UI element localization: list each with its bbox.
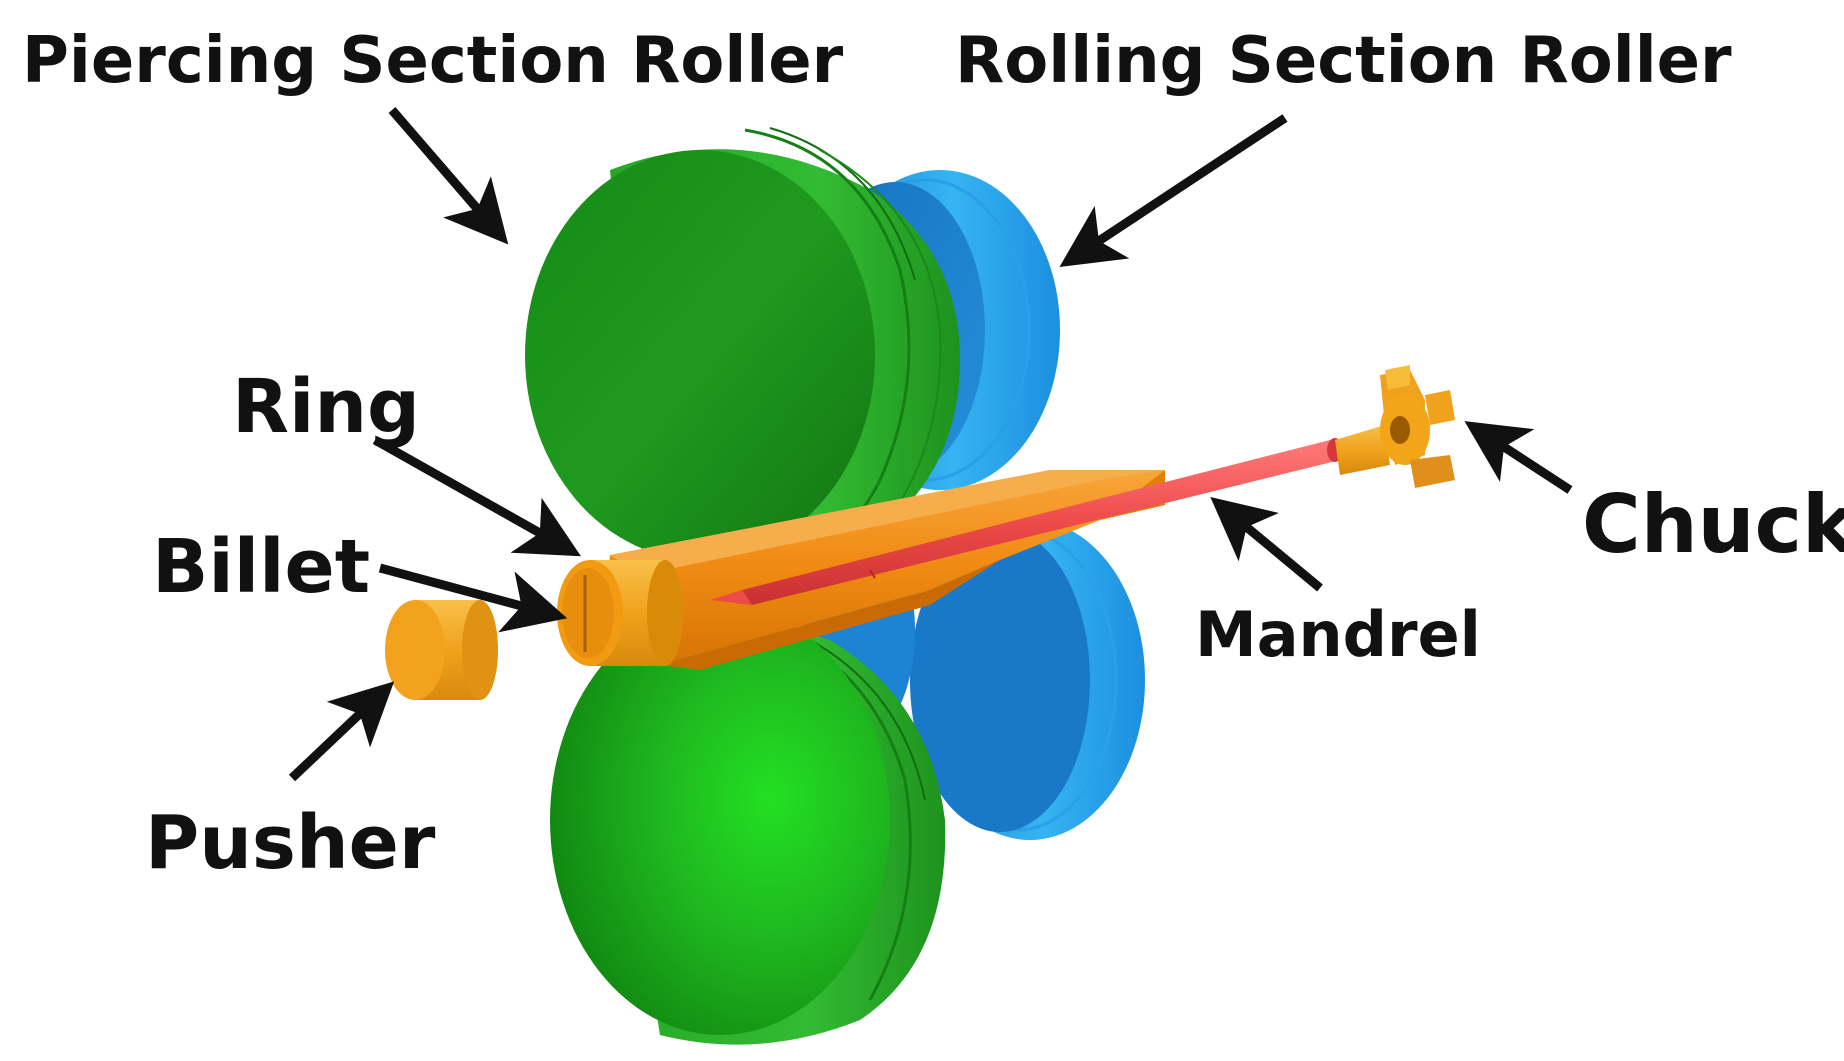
arrow-rolling xyxy=(1059,114,1288,267)
arrow-billet xyxy=(378,563,568,633)
chuck xyxy=(1335,365,1455,488)
piercing-roller-bottom xyxy=(550,605,946,1045)
arrows xyxy=(288,107,1573,782)
arrow-chuck xyxy=(1464,421,1573,494)
billet xyxy=(557,560,683,666)
arrow-mandrel xyxy=(1210,496,1323,592)
label-piercing-roller: Piercing Section Roller xyxy=(22,24,844,98)
arrow-pusher xyxy=(288,681,395,782)
label-ring: Ring xyxy=(232,364,420,450)
piercing-roller-top xyxy=(525,127,960,577)
pusher xyxy=(385,600,498,700)
label-mandrel: Mandrel xyxy=(1195,598,1481,671)
label-pusher: Pusher xyxy=(145,800,436,886)
arrow-piercing xyxy=(388,107,509,245)
label-rolling-roller: Rolling Section Roller xyxy=(955,24,1732,98)
arrow-ring xyxy=(372,436,581,557)
label-billet: Billet xyxy=(152,524,370,610)
label-chuck: Chuck xyxy=(1582,478,1844,571)
